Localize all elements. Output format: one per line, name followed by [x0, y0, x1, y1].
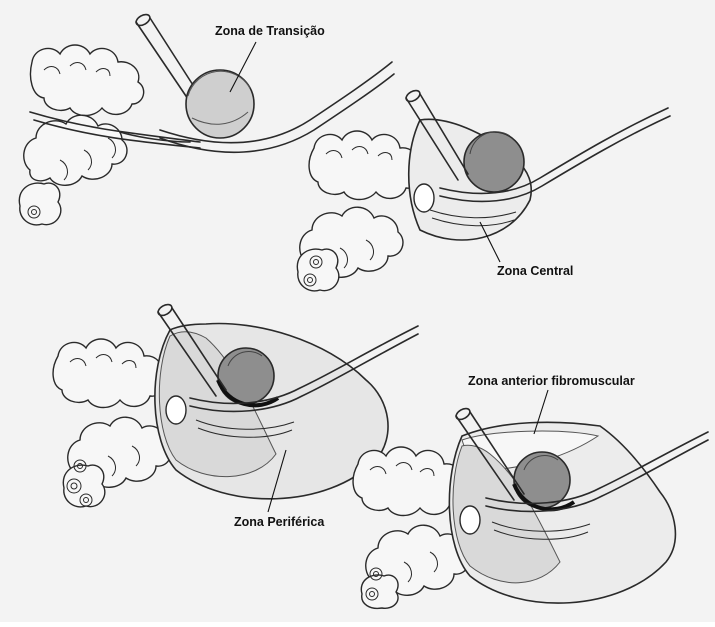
panel-central-zone: Zona Central — [297, 88, 670, 291]
anterior-fibromuscular-zone-label: Zona anterior fibromuscular — [468, 374, 635, 388]
panel-anterior-fibromuscular-zone: Zona anterior fibromuscular — [353, 374, 708, 608]
transition-zone-label: Zona de Transição — [215, 24, 325, 38]
central-zone-label: Zona Central — [497, 264, 573, 278]
peripheral-zone-label: Zona Periférica — [234, 515, 325, 529]
